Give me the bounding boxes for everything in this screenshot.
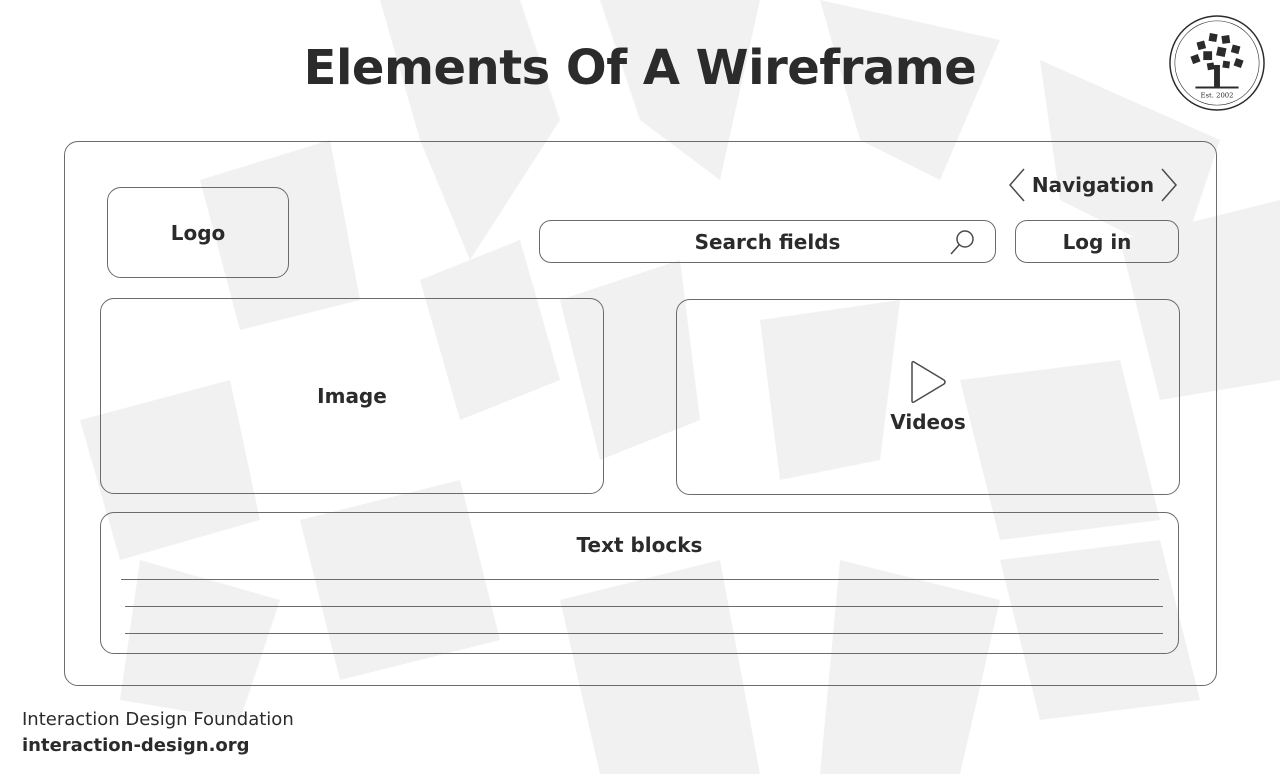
foundation-seal-logo: Est. 2002: [1169, 15, 1265, 111]
wireframe-frame: [64, 141, 1217, 686]
logo-label: Logo: [170, 220, 226, 245]
text-line: [125, 633, 1163, 634]
image-label: Image: [317, 384, 387, 408]
footer-organization: Interaction Design Foundation: [22, 709, 294, 730]
videos-label: Videos: [890, 410, 966, 434]
search-label: Search fields: [694, 229, 841, 254]
video-placeholder[interactable]: Videos: [676, 299, 1180, 495]
text-blocks-label: Text blocks: [576, 533, 703, 557]
logo-placeholder: Logo: [107, 187, 289, 278]
chevron-left-icon[interactable]: [1008, 167, 1026, 203]
login-label: Log in: [1062, 229, 1132, 254]
login-button[interactable]: Log in: [1015, 220, 1179, 263]
play-icon[interactable]: [908, 360, 948, 404]
search-field[interactable]: Search fields: [539, 220, 996, 263]
navigation[interactable]: Navigation: [1008, 166, 1178, 204]
image-placeholder: Image: [100, 298, 604, 494]
seal-est-text: Est. 2002: [1200, 91, 1233, 99]
search-icon[interactable]: [949, 228, 977, 256]
footer-url: interaction-design.org: [22, 735, 250, 756]
text-line: [125, 606, 1163, 607]
text-line: [121, 579, 1159, 580]
navigation-label: Navigation: [1031, 173, 1155, 197]
chevron-right-icon[interactable]: [1160, 167, 1178, 203]
page-title: Elements Of A Wireframe: [303, 40, 977, 96]
text-blocks-placeholder: Text blocks: [100, 512, 1179, 654]
